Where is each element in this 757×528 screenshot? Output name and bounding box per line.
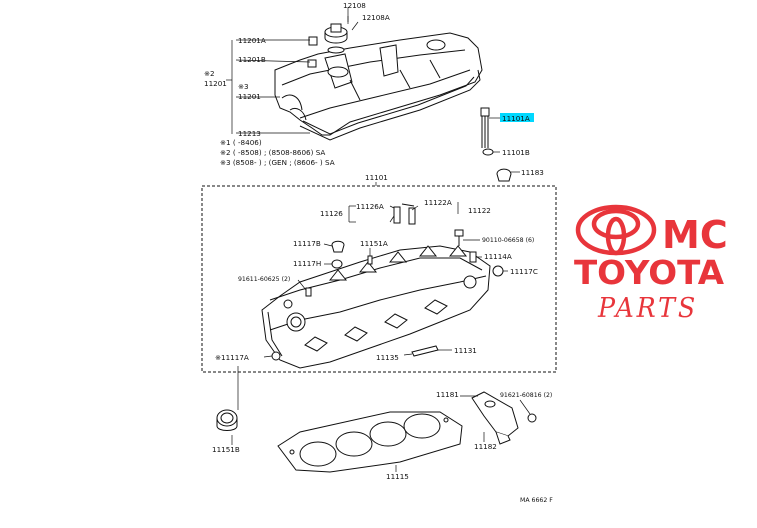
oil-filler-cap: [324, 23, 348, 54]
logo-mc: MC: [662, 213, 728, 257]
label-91621: 91621-60816 (2): [500, 392, 552, 399]
label-12108: 12108: [343, 1, 366, 10]
gasket-11135: [411, 345, 439, 357]
bolt-91621: [527, 413, 537, 423]
label-11101A: 11101A: [502, 114, 530, 123]
label-11117B: 11117B: [293, 239, 321, 248]
label-11117H: 11117H: [293, 259, 321, 268]
label-12108A: 12108A: [362, 13, 390, 22]
stud-90110: [454, 229, 464, 246]
seal-11151B: [216, 409, 238, 431]
label-11201B: 11201B: [238, 55, 266, 64]
note-3: ※3 (8508- ) ; (GEN ; (8606- ) SA: [220, 158, 335, 167]
water-outlet-11182: [471, 391, 519, 445]
head-bolt-11101A: [480, 107, 490, 148]
label-11183: 11183: [521, 168, 544, 177]
label-11201-main: 11201: [204, 79, 227, 88]
label-11115: 11115: [386, 472, 409, 481]
plug-11117B: [331, 240, 345, 253]
label-11135: 11135: [376, 353, 399, 362]
label-11117C: 11117C: [510, 267, 538, 276]
diagram-reference: MA 6662 F: [520, 497, 553, 504]
label-90110: 90110-06658 (6): [482, 237, 534, 244]
head-gasket-11115: [277, 411, 463, 473]
cylinder-head-cover: [274, 32, 483, 136]
valve-guides-11126: [393, 203, 416, 225]
label-11122A: 11122A: [424, 198, 452, 207]
label-note2: ※2: [204, 69, 215, 78]
note-1: ※1 ( -8406): [220, 138, 262, 147]
insert-11114A: [469, 251, 477, 263]
plug-11117H: [331, 259, 343, 269]
label-11201A: 11201A: [238, 36, 266, 45]
label-11126A: 11126A: [356, 202, 384, 211]
washer-11101B: [482, 148, 494, 156]
label-11151A: 11151A: [360, 239, 388, 248]
label-11182: 11182: [474, 442, 497, 451]
toyota-emblem: [575, 204, 657, 256]
label-11181: 11181: [436, 390, 459, 399]
logo-parts: PARTS: [597, 293, 698, 324]
part-labels: 12108 12108A 11201A 11201B ※2 11201 ※3 1…: [204, 1, 553, 504]
leader-lines: [226, 7, 531, 472]
cover-gasket: [299, 69, 481, 141]
label-91611: 91611-60625 (2): [238, 276, 290, 283]
label-11131: 11131: [454, 346, 477, 355]
head-sub-assy-box: [201, 185, 557, 373]
label-11117A: ※11117A: [215, 353, 249, 362]
plug-11117A: [271, 351, 281, 361]
pin-11151A: [367, 255, 373, 265]
plug-11117C: [492, 265, 504, 277]
label-11213: 11213: [238, 129, 261, 138]
label-11201-b: 11201: [238, 92, 261, 101]
note-2: ※2 ( -8508) ; (8508-8606) SA: [220, 148, 325, 157]
highlight-11101A: [500, 113, 534, 122]
label-11114A: 11114A: [484, 252, 512, 261]
label-11126: 11126: [320, 209, 343, 218]
label-11122: 11122: [468, 206, 491, 215]
label-11101: 11101: [365, 173, 388, 182]
stud-91611: [305, 287, 312, 297]
plug-11183: [496, 168, 512, 182]
label-note3: ※3: [238, 82, 249, 91]
label-11101B: 11101B: [502, 148, 530, 157]
cover-grommets: [307, 36, 318, 68]
label-11151B: 11151B: [212, 445, 240, 454]
cylinder-head: [261, 245, 491, 369]
logo-toyota: TOYOTA: [574, 253, 724, 292]
mc-toyota-parts-logo: MC TOYOTA PARTS: [574, 204, 728, 324]
